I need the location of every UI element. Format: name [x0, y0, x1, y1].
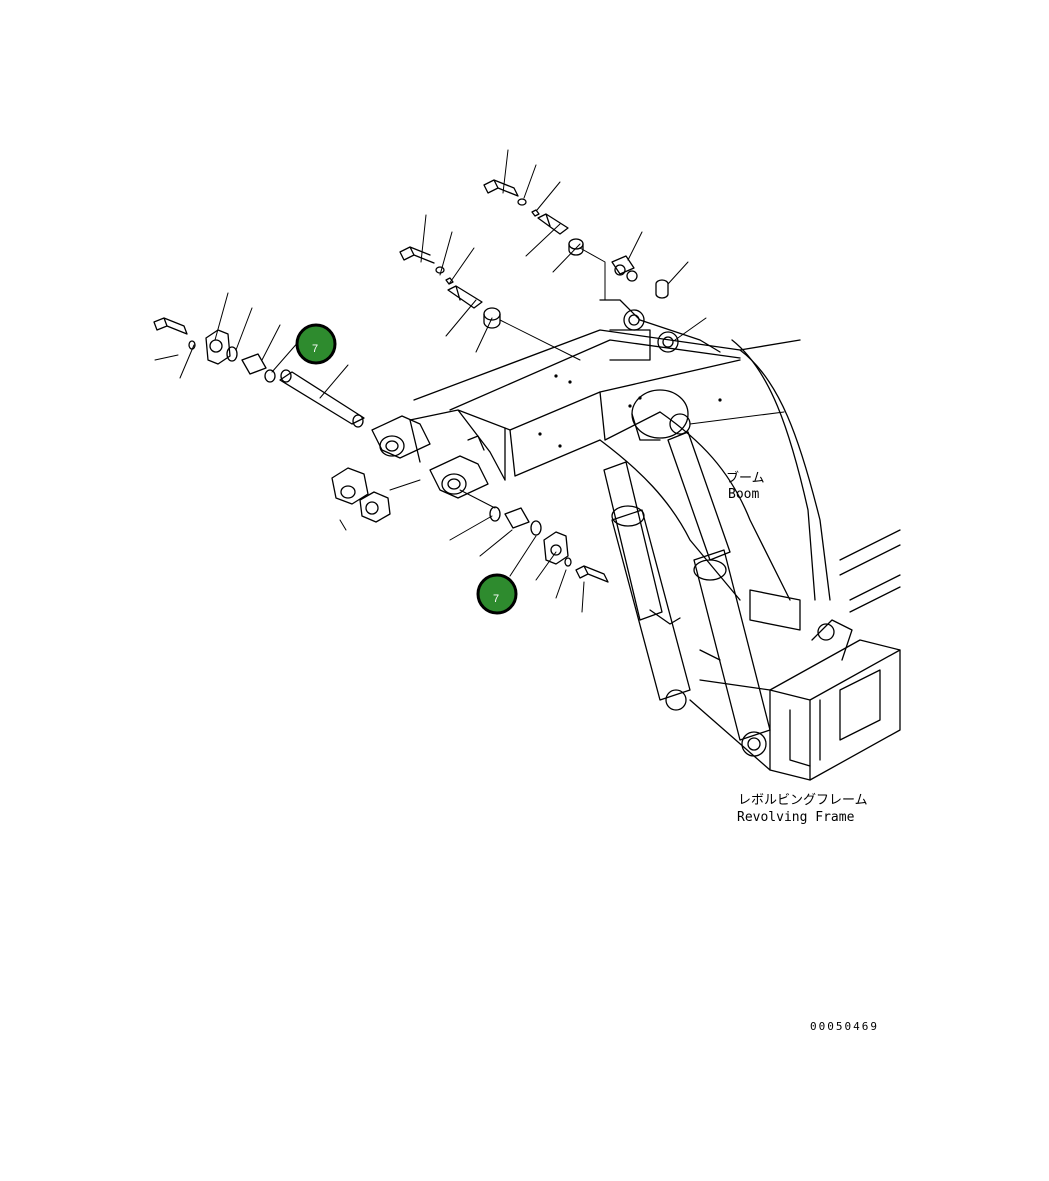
callout-7-upper[interactable]: 7	[295, 323, 337, 365]
lower-left-plates	[331, 467, 421, 531]
callout-circle-icon	[295, 323, 337, 365]
upper-bolt-group	[399, 149, 606, 361]
left-pin-group	[153, 292, 365, 428]
boom	[371, 299, 831, 601]
frame-label-jp: レボルビングフレーム	[738, 793, 868, 808]
upper-right-parts	[611, 231, 689, 299]
lower-pin-group	[449, 489, 609, 613]
callout-7-lower[interactable]: 7	[476, 573, 518, 615]
callout-number: 7	[312, 343, 318, 355]
frame-label-en: Revolving Frame	[737, 810, 855, 825]
boom-label-en: Boom	[728, 487, 759, 502]
boom-label-jp: ブーム	[726, 470, 765, 486]
callout-number: 7	[493, 593, 499, 605]
revolving-frame	[689, 529, 901, 781]
callout-circle-icon	[476, 573, 518, 615]
drawing-number: 00050469	[810, 1020, 879, 1033]
